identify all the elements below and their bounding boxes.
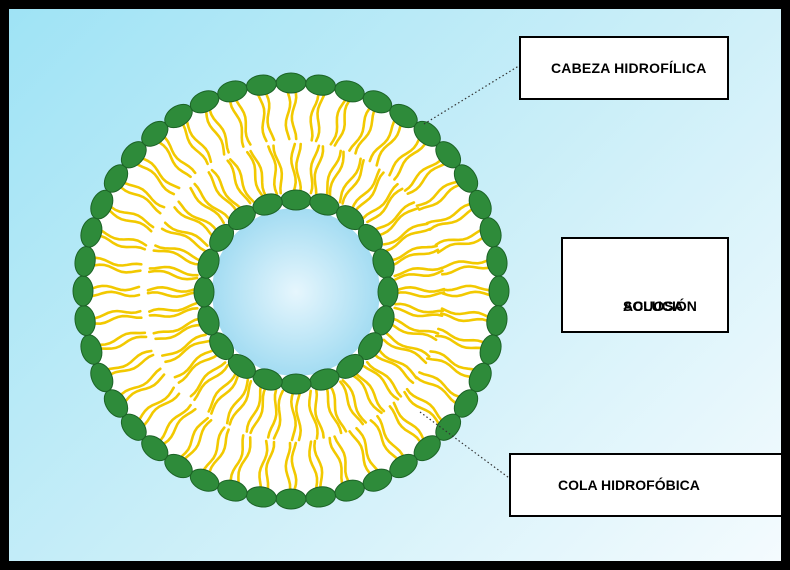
hydrophobic-tail-label-box: COLA HIDROFÓBICA (509, 453, 784, 517)
inner-head (281, 374, 311, 394)
hydrophobic-tail-label: COLA HIDROFÓBICA (558, 477, 700, 493)
hydrophilic-head-label-box: CABEZA HIDROFÍLICA (519, 36, 729, 100)
outer-head (276, 489, 306, 509)
outer-head (489, 276, 509, 306)
aqueous-solution-label-box: SOLUCIÓN ACUOSA (561, 237, 729, 333)
inner-head (194, 277, 214, 307)
inner-head (281, 190, 311, 210)
inner-head (378, 277, 398, 307)
aqueous-core (212, 208, 380, 376)
head-leader-line (424, 64, 522, 124)
outer-head (276, 73, 306, 93)
outer-head (73, 276, 93, 306)
hydrophilic-head-label: CABEZA HIDROFÍLICA (551, 60, 707, 76)
